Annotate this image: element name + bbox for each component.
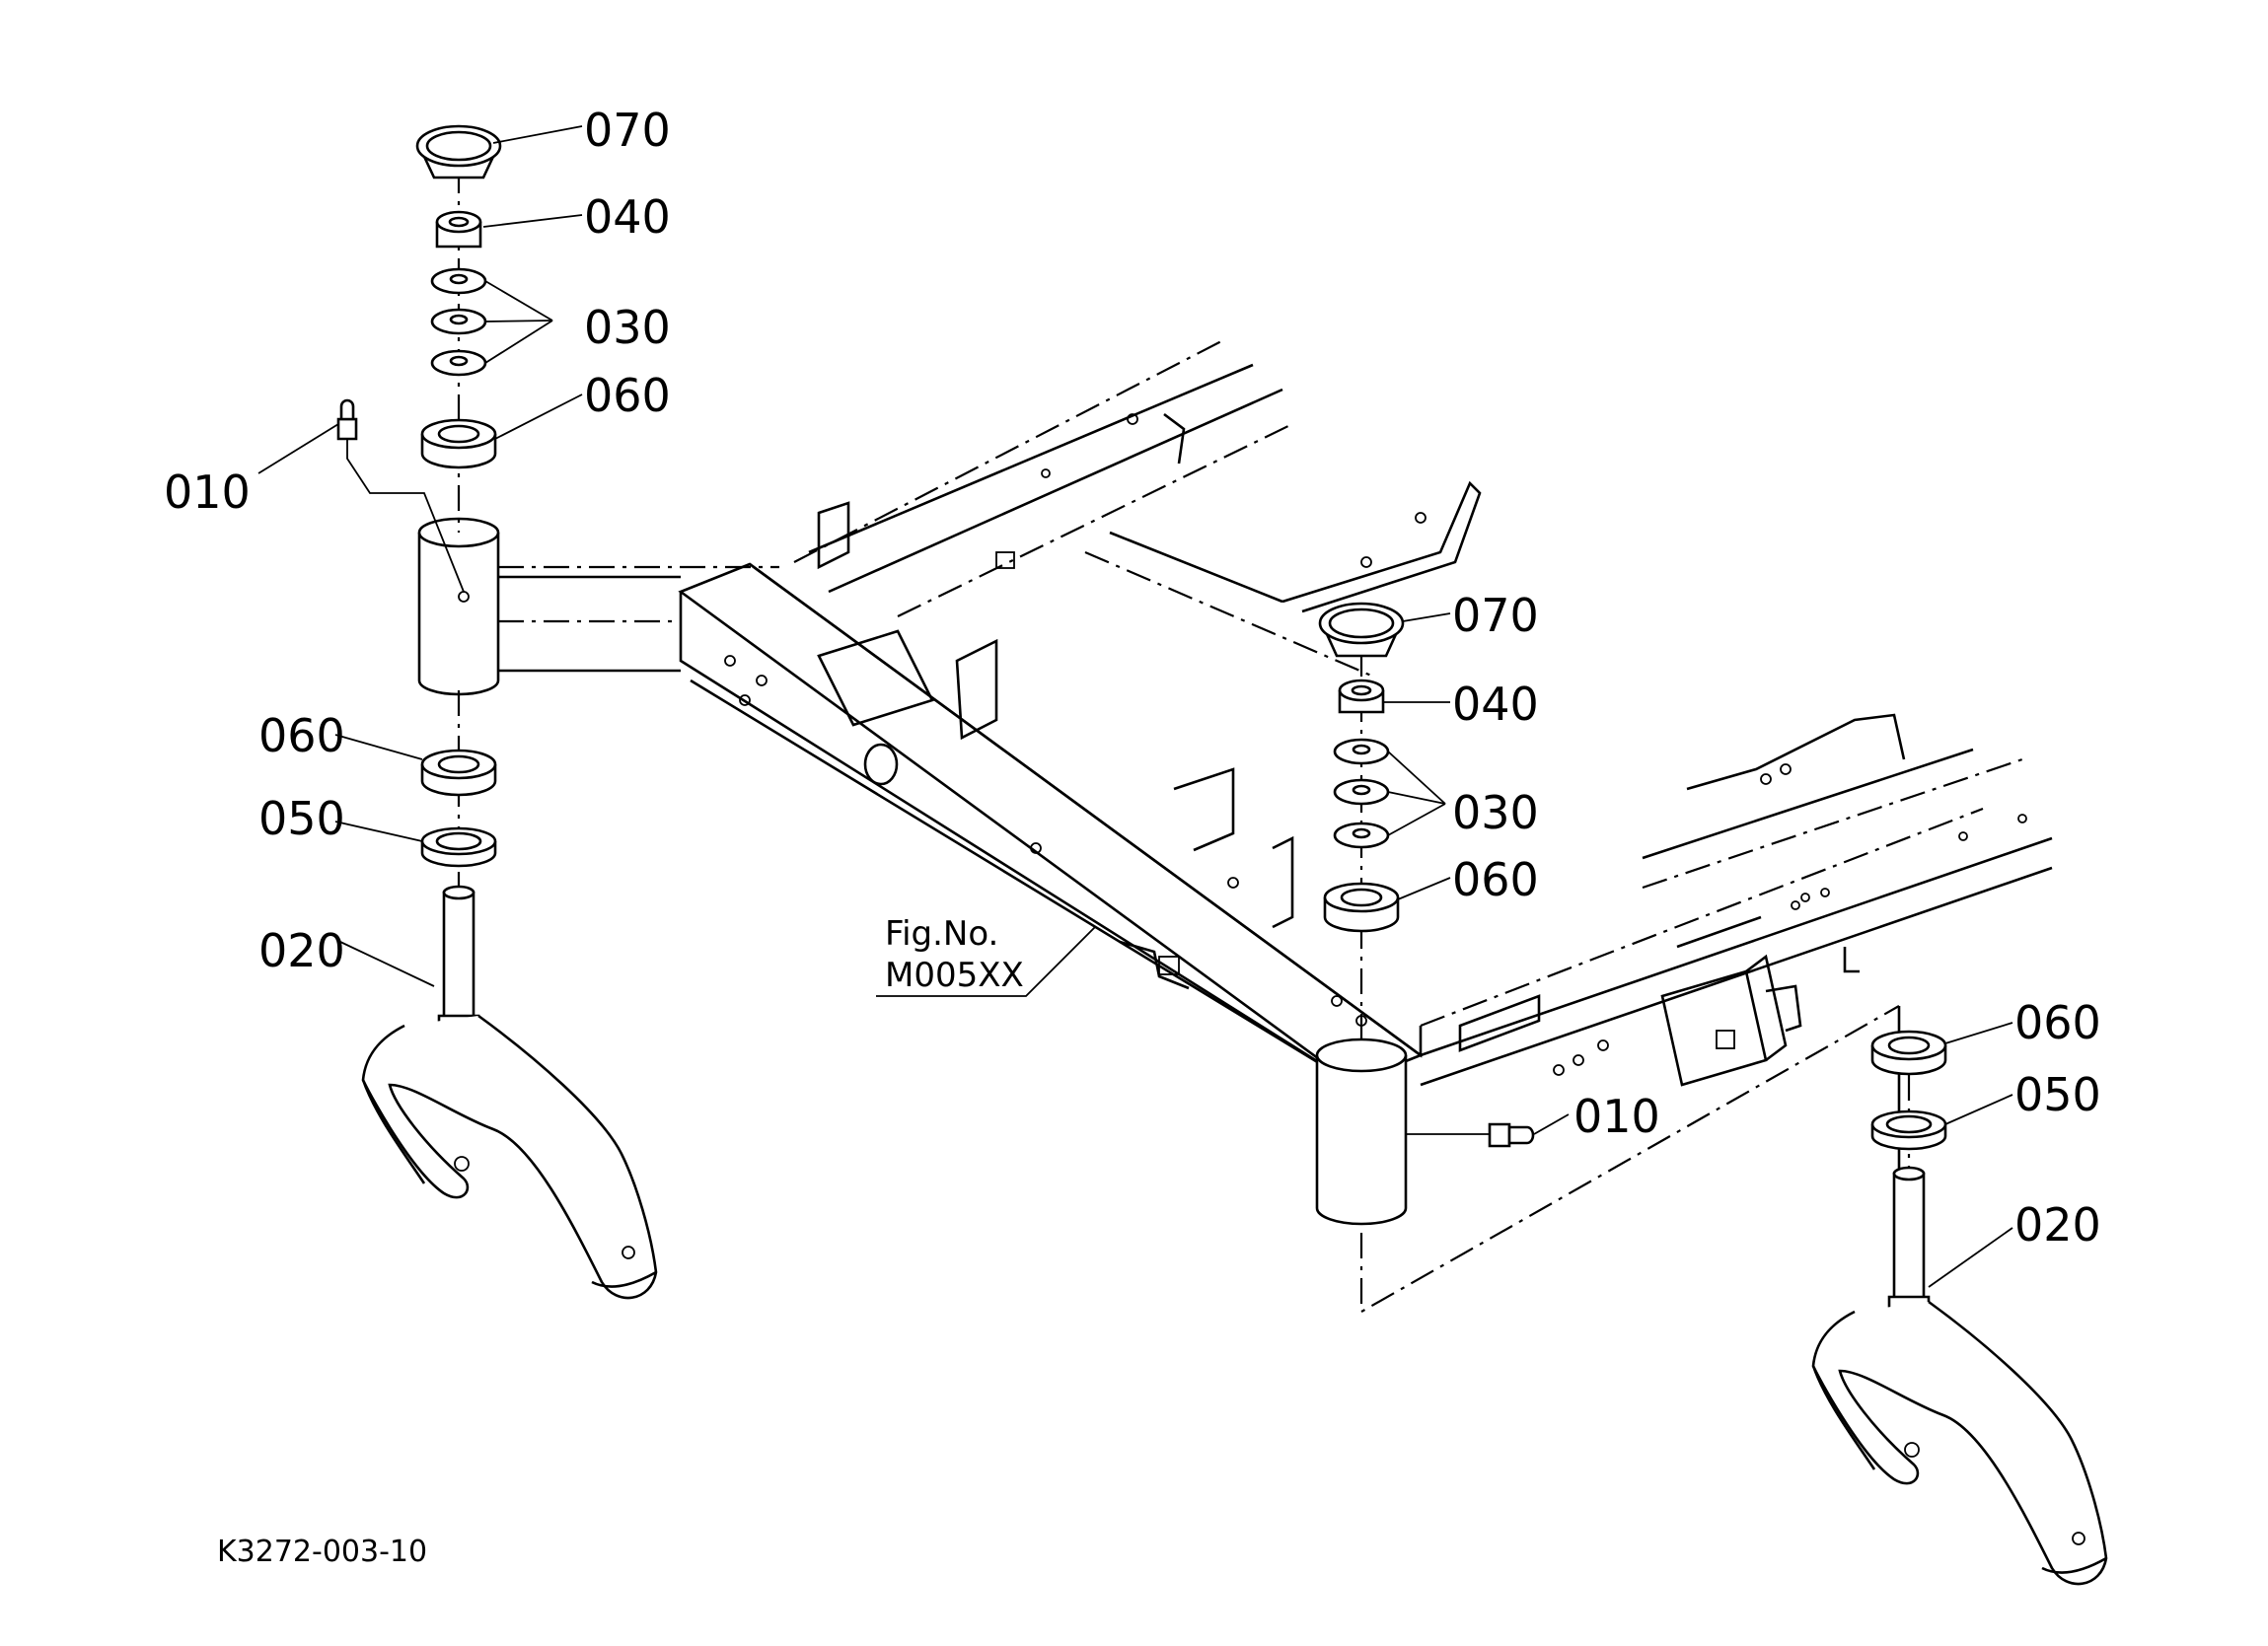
left-caster-fork-020 xyxy=(361,885,658,1300)
right-part-stack xyxy=(1318,602,1535,1148)
far-right-part-stack xyxy=(1811,1006,2108,1586)
callout-right-050: 050 xyxy=(2014,1068,2101,1121)
callout-right-020: 020 xyxy=(2014,1198,2101,1252)
callout-left-030: 030 xyxy=(584,301,671,354)
right-nut-040 xyxy=(1338,679,1385,714)
left-grease-fitting-010 xyxy=(336,398,465,593)
left-nut-040 xyxy=(435,210,482,249)
right-washers-030 xyxy=(1333,738,1390,849)
fig-ref-line1: Fig.No. xyxy=(885,914,998,954)
left-bearing-060-bottom xyxy=(420,749,497,797)
callout-left-060-top: 060 xyxy=(584,369,671,422)
callout-left-020: 020 xyxy=(258,924,345,977)
figure-reference: Fig.No. M005XX xyxy=(885,914,1024,995)
leader-lines xyxy=(257,125,2013,1288)
callout-left-040: 040 xyxy=(584,190,671,244)
right-grease-fitting-010 xyxy=(1406,1122,1535,1148)
callout-right-030: 030 xyxy=(1452,786,1539,839)
drawing-code: K3272-003-10 xyxy=(217,1535,427,1569)
left-part-stack xyxy=(336,124,658,1300)
callout-left-010: 010 xyxy=(164,465,251,519)
callout-right-040: 040 xyxy=(1452,678,1539,731)
right-pivot-tube xyxy=(1315,1005,1900,1314)
callout-right-060-top: 060 xyxy=(1452,853,1539,906)
callout-right-070: 070 xyxy=(1452,589,1539,642)
far-right-bearing-060 xyxy=(1870,1030,1947,1076)
callout-left-070: 070 xyxy=(584,104,671,157)
callout-left-050: 050 xyxy=(258,792,345,845)
left-washers-030 xyxy=(430,267,487,377)
callout-right-060-bottom: 060 xyxy=(2014,996,2101,1049)
right-bearing-060-top xyxy=(1323,882,1400,933)
left-seal-050 xyxy=(420,826,497,868)
far-right-caster-fork-020 xyxy=(1811,1166,2108,1586)
fig-ref-line2: M005XX xyxy=(885,956,1024,995)
left-dust-cap-070 xyxy=(415,124,502,179)
callout-labels: 070 040 030 060 010 060 050 020 070 040 … xyxy=(164,104,2101,1252)
left-bearing-060-top xyxy=(420,418,497,469)
callout-right-010: 010 xyxy=(1573,1090,1660,1143)
callout-left-060-bottom: 060 xyxy=(258,709,345,762)
right-dust-cap-070 xyxy=(1318,602,1405,658)
far-right-seal-050 xyxy=(1870,1109,1947,1151)
